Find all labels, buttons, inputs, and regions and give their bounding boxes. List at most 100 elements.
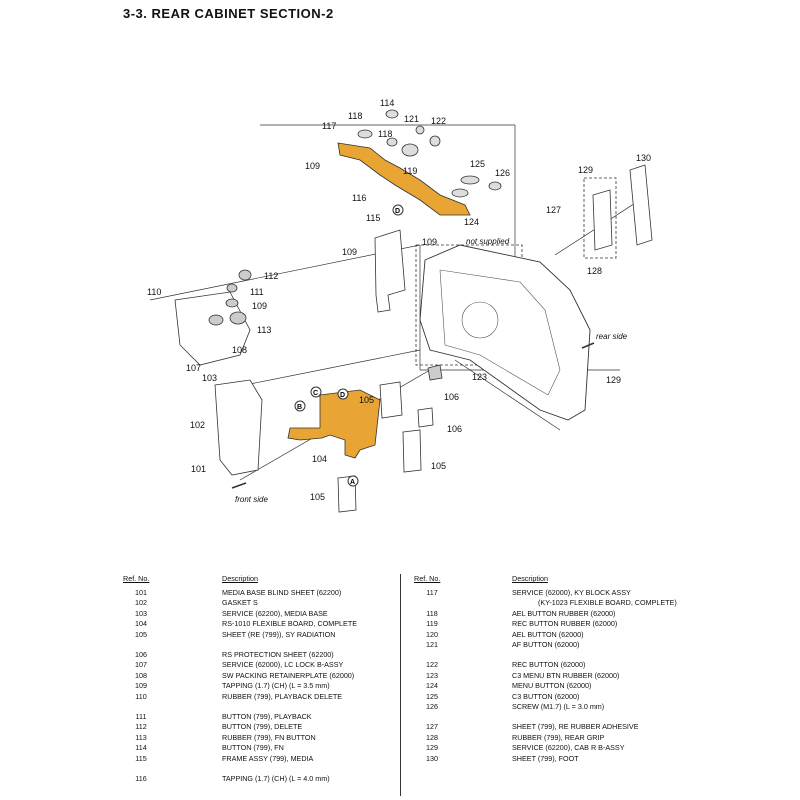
connector-a: A <box>350 479 355 486</box>
front-side-label: front side <box>235 495 268 504</box>
direction-arrows <box>231 342 595 489</box>
part-description: SHEET (799), FOOT <box>512 753 579 763</box>
lc-lock <box>427 364 443 381</box>
connector-letters: D C D B A <box>294 204 404 487</box>
callout-116: 116 <box>352 193 366 203</box>
part-description: SERVICE (62000), LC LOCK B-ASSY <box>222 660 344 670</box>
ref-number: 106 <box>135 650 147 659</box>
connector-d: D <box>340 392 345 399</box>
ref-number: 120 <box>426 629 438 639</box>
callout-101: 101 <box>191 464 206 474</box>
callout-117: 117 <box>322 121 336 131</box>
ref-number: 130 <box>426 753 438 763</box>
part-description: SW PACKING RETAINERPLATE (62000) <box>222 670 355 680</box>
desc-header: Description <box>222 574 258 583</box>
part-description: RUBBER (799), PLAYBACK DELETE <box>222 691 343 701</box>
part-description: MEDIA BASE BLIND SHEET (62200) <box>222 588 342 597</box>
ref-number: 103 <box>135 608 147 618</box>
ref-number: 114 <box>135 743 147 753</box>
callout-129: 129 <box>606 375 621 385</box>
part-description: BUTTON (799), DELETE <box>222 722 303 732</box>
connector-c: C <box>313 390 318 397</box>
callout-128: 130 <box>636 153 651 163</box>
ref-number: 111 <box>135 712 147 721</box>
callout-120: 114 <box>380 98 394 108</box>
part-description: SERVICE (62200), MEDIA BASE <box>222 608 328 618</box>
rs-flex-board <box>287 389 381 459</box>
callout-109c: 109 <box>342 247 357 257</box>
callout-105c: 105 <box>310 492 325 502</box>
callout-118b: 118 <box>378 129 392 139</box>
callout-108: 107 <box>186 363 201 373</box>
callout-104: 104 <box>312 454 327 464</box>
ref-number: 105 <box>135 629 147 639</box>
callout-106: 106 <box>447 424 462 434</box>
part-description: TAPPING (1.7) (CH) (L = 3.5 mm) <box>222 681 330 691</box>
ref-number: 116 <box>135 774 147 783</box>
ref-number: 127 <box>426 722 438 732</box>
callout-103: 103 <box>202 373 217 383</box>
callout-130: 123 <box>472 372 487 382</box>
ref-header: Ref. No. <box>414 574 441 583</box>
ref-number: 122 <box>426 660 438 670</box>
part-description: RUBBER (799), FN BUTTON <box>222 732 316 742</box>
callout-112: 109 <box>252 301 267 311</box>
rear-grip <box>629 164 653 246</box>
part-description: SERVICE (62200), CAB R B-ASSY <box>512 743 625 753</box>
part-description: RUBBER (799), REAR GRIP <box>512 732 605 742</box>
part-description: REC BUTTON RUBBER (62000) <box>512 619 618 629</box>
callout-126a: 127 <box>546 205 561 215</box>
callout-119: 119 <box>403 166 417 176</box>
callout-125: 126 <box>495 168 510 178</box>
callout-126b: 128 <box>587 266 602 276</box>
part-description: REC BUTTON (62000) <box>512 660 586 670</box>
part-description: SHEET (RE (799)), SY RADIATION <box>222 629 336 639</box>
part-description: AEL BUTTON (62000) <box>512 629 584 639</box>
ref-number: 118 <box>426 608 438 618</box>
media-base <box>214 379 263 476</box>
part-description: MENU BUTTON (62000) <box>512 681 592 691</box>
not-supplied-label: not supplied <box>466 237 510 246</box>
ref-number: 112 <box>135 722 147 732</box>
ref-number: 110 <box>135 691 147 701</box>
callout-105a: 105 <box>359 395 374 405</box>
part-description: FRAME ASSY (799), MEDIA <box>222 753 314 763</box>
ref-number: 123 <box>426 670 438 680</box>
callout-124: 125 <box>470 159 485 169</box>
ref-number: 108 <box>135 670 147 680</box>
part-description: TAPPING (1.7) (CH) (L = 4.0 mm) <box>222 774 330 783</box>
media-frame <box>374 229 406 313</box>
part-description: RS-1010 FLEXIBLE BOARD, COMPLETE <box>222 619 358 629</box>
ref-number: 128 <box>426 732 438 742</box>
callout-109a: 109 <box>305 161 320 171</box>
adhesive-sheet <box>592 189 613 251</box>
section-title: 3-3. REAR CABINET SECTION-2 <box>123 6 334 21</box>
part-description: BUTTON (799), PLAYBACK <box>222 712 312 721</box>
ref-number: 104 <box>135 619 147 629</box>
radiation-sheets <box>337 381 434 513</box>
part-description: RS PROTECTION SHEET (62200) <box>222 650 334 659</box>
callout-111: 113 <box>257 325 271 335</box>
callout-109b: 109 <box>422 237 437 247</box>
desc-header: Description <box>512 574 548 583</box>
callout-110: 108 <box>232 345 247 355</box>
callout-109d: 110 <box>147 287 161 297</box>
ref-number: 107 <box>135 660 147 670</box>
part-description: AEL BUTTON RUBBER (62000) <box>512 608 616 618</box>
part-description: C3 MENU BTN RUBBER (62000) <box>512 670 620 680</box>
callout-118: 118 <box>348 111 362 121</box>
callout-labels: 114 118 121 122 117 118 119 109 125 126 … <box>147 98 651 502</box>
ref-number: 113 <box>135 732 147 742</box>
table-divider <box>400 574 401 796</box>
playback-buttons <box>208 269 252 326</box>
ky-block-flex <box>337 142 471 216</box>
rear-side-label: rear side <box>596 332 628 341</box>
part-description: C3 BUTTON (62000) <box>512 691 580 701</box>
button-parts <box>357 109 502 198</box>
connector-b: B <box>297 404 302 411</box>
exploded-diagram: 114 118 121 122 117 118 119 109 125 126 … <box>147 98 653 513</box>
connector-d-top: D <box>395 208 400 215</box>
ref-number: 119 <box>426 619 438 629</box>
part-description: SHEET (799), RE RUBBER ADHESIVE <box>512 722 639 732</box>
